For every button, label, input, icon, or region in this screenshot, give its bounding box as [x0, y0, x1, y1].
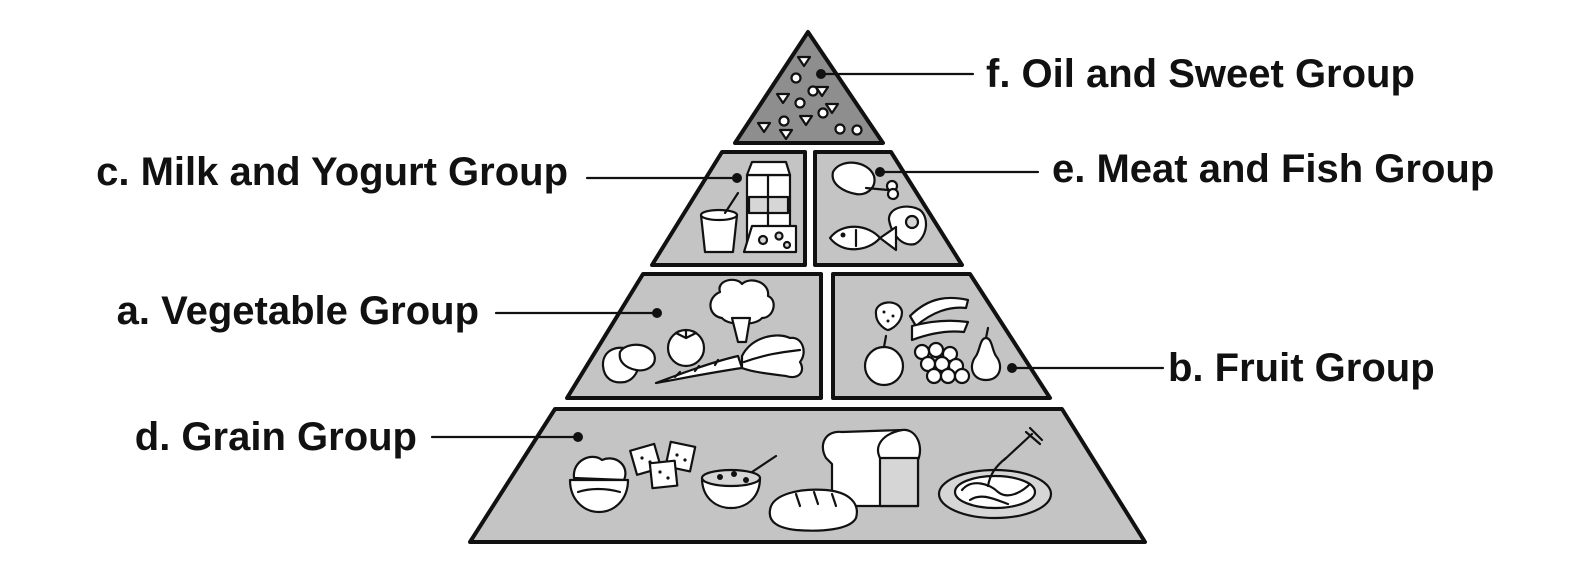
chicken-leg-icon — [831, 161, 900, 201]
label-meat-fish-group: e. Meat and Fish Group — [1052, 147, 1494, 191]
bread-loaf-icon — [821, 428, 922, 508]
rice-bowl-icon — [568, 455, 630, 514]
banana-icon — [908, 296, 970, 342]
cereal-bowl-icon — [700, 454, 778, 510]
leader-dot-b — [1007, 363, 1017, 373]
tomato-icon — [666, 328, 706, 368]
carrot-icon — [654, 354, 744, 385]
steak-icon — [887, 205, 928, 246]
leader-lines — [430, 69, 1165, 442]
labels: f. Oil and Sweet Group c. Milk and Yogur… — [96, 52, 1494, 459]
label-vegetable-group: a. Vegetable Group — [117, 289, 479, 333]
strawberry-icon — [874, 301, 904, 332]
fish-icon — [828, 225, 898, 252]
spaghetti-plate-icon — [937, 426, 1053, 520]
label-grain-group: d. Grain Group — [135, 415, 417, 459]
bread-roll-icon — [768, 488, 858, 532]
cheese-icon — [742, 224, 798, 254]
yogurt-cup-icon — [699, 191, 740, 254]
sweets-icon — [756, 55, 863, 141]
broccoli-icon — [709, 278, 775, 344]
leafy-greens-icon — [740, 334, 805, 379]
label-oil-sweet-group: f. Oil and Sweet Group — [986, 52, 1415, 96]
leader-dot-e — [875, 167, 885, 177]
apple-icon — [863, 334, 905, 387]
leader-dot-f — [816, 69, 826, 79]
leader-dot-a — [652, 308, 662, 318]
label-milk-yogurt-group: c. Milk and Yogurt Group — [96, 150, 568, 194]
crackers-icon — [629, 440, 697, 490]
leader-dot-c — [732, 173, 742, 183]
label-fruit-group: b. Fruit Group — [1168, 346, 1435, 390]
leader-dot-d — [573, 432, 583, 442]
potato-icon — [601, 343, 656, 384]
pyramid — [468, 30, 1147, 544]
pear-icon — [970, 326, 1002, 382]
grapes-icon — [913, 341, 971, 385]
